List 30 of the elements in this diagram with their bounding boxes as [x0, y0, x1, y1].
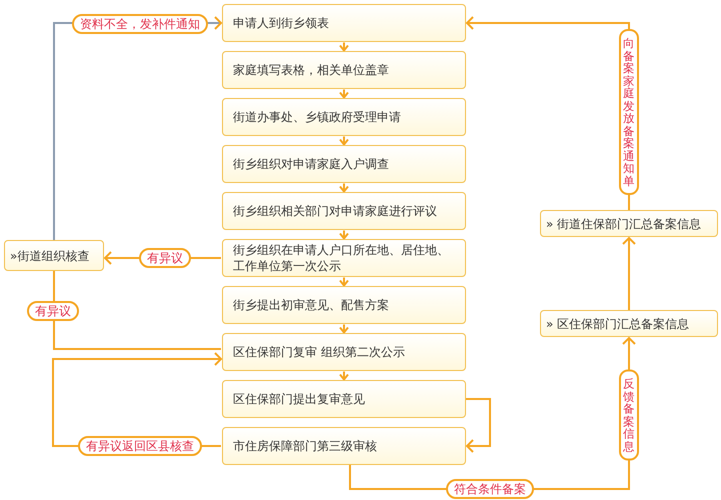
- arrow: [339, 372, 349, 380]
- edge-label: 向备案家庭发放备案通知单: [619, 29, 639, 195]
- process-box: 街乡组织对申请家庭入户调查: [222, 145, 466, 183]
- edge-label: 资料不全，发补件通知: [72, 14, 208, 34]
- arrow: [339, 278, 349, 286]
- edge-label: 有异议: [139, 248, 191, 268]
- process-box: 街乡提出初审意见、配售方案: [222, 286, 466, 324]
- process-box: 街乡组织在申请人户口所在地、居住地、工作单位第一次公示: [222, 239, 466, 277]
- arrow: [339, 90, 349, 98]
- process-box: 区住保部门复审 组织第二次公示: [222, 333, 466, 371]
- arrow: [339, 136, 349, 146]
- arrow: [339, 42, 349, 52]
- callout-label: 反馈备案信息: [619, 370, 639, 460]
- process-box: 街乡组织相关部门对申请家庭进行评议: [222, 192, 466, 230]
- process-box: 区住保部门提出复审意见: [222, 380, 466, 418]
- process-box: 市住房保障部门第三级审核: [222, 427, 466, 465]
- process-box: » 区住保部门汇总备案信息: [540, 310, 718, 337]
- arrow: [339, 230, 349, 240]
- arrow: [339, 184, 349, 192]
- process-box: » 街道住保部门汇总备案信息: [540, 210, 718, 237]
- process-box: 申请人到街乡领表: [222, 4, 466, 42]
- edge-label: 有异议返回区县核查: [78, 436, 202, 456]
- process-box: 家庭填写表格，相关单位盖章: [222, 51, 466, 89]
- arrow: [466, 398, 491, 453]
- arrow: [339, 324, 349, 334]
- edge-label: 符合条件备案: [446, 479, 534, 499]
- process-box: »街道组织核查: [4, 240, 104, 271]
- arrow: [622, 237, 636, 310]
- edge-label: 有异议: [27, 301, 79, 321]
- process-box: 街道办事处、乡镇政府受理申请: [222, 98, 466, 136]
